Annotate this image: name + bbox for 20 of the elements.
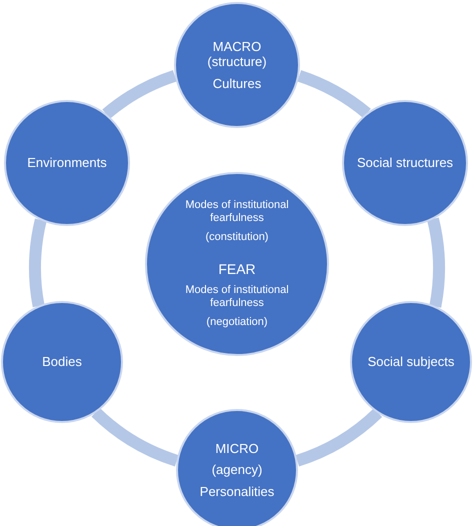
node-text: Bodies — [42, 354, 82, 370]
ring-connector — [427, 218, 445, 308]
ring-connector — [92, 408, 179, 466]
ring-connector — [29, 218, 47, 307]
node-text: MICRO — [215, 440, 259, 456]
node-text: Modes of institutional fearfulness — [184, 284, 290, 310]
node-text: Personalities — [200, 484, 274, 500]
node-text: (agency) — [212, 462, 262, 478]
node-text: Environments — [27, 155, 107, 171]
node-text: MACRO (structure) — [206, 38, 268, 70]
node-text: (constitution) — [206, 230, 268, 244]
node-text: FEAR — [218, 261, 256, 278]
node-text: Modes of institutional fearfulness — [184, 198, 290, 225]
node-text: Social structures — [356, 155, 454, 171]
node-text: (negotiation) — [206, 316, 268, 330]
node-text: Social subjects — [368, 354, 454, 370]
ring-connector — [297, 70, 371, 118]
ring-connector — [295, 408, 382, 466]
ring-connector — [102, 70, 177, 119]
node-text: Cultures — [212, 76, 262, 92]
